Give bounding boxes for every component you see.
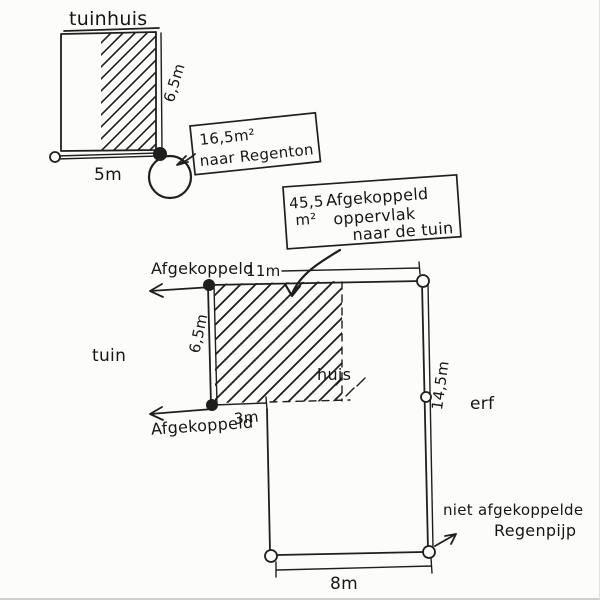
dim-label-3m: 3m	[233, 408, 260, 428]
yard-label: erf	[470, 394, 495, 414]
plan-right-edge	[421, 282, 429, 551]
house-west-wall-double-line	[213, 285, 218, 405]
dim-line-11m	[281, 261, 421, 275]
dim-line-3m	[213, 396, 268, 411]
afgekoppeld-note-area-unit: m²	[295, 210, 317, 229]
regenpijp-arrow	[434, 533, 457, 547]
dim-line-8m	[275, 557, 433, 578]
tuinhuis-label-underline	[63, 27, 160, 32]
gutter-end-circle	[49, 151, 61, 163]
house-sparse-hatch-dashes	[335, 377, 366, 397]
house-west-wall	[207, 285, 212, 406]
afgekoppeld-top-arrow	[149, 283, 213, 298]
dim-label-6-5m: 6,5m	[186, 312, 212, 355]
regenton-note-group: 16,5m² naar Regenton	[189, 111, 322, 176]
corner-circle-top-right	[416, 274, 430, 288]
plan-top-edge	[208, 280, 423, 286]
afgekoppeld-note-box	[282, 173, 462, 250]
tuinhuis-wall-double-line	[160, 32, 163, 152]
afgekoppeld-top-label: Afgekoppeld	[151, 259, 254, 278]
tuinhuis-width-label: 5m	[94, 165, 122, 185]
plan-lower-left-edge	[266, 408, 271, 552]
house-dashed-bottom-edge	[269, 399, 351, 403]
corner-circle-bottom-right	[422, 545, 436, 559]
tuinhuis-hatched-roof	[101, 32, 156, 150]
garden-label: tuin	[92, 346, 126, 366]
plan-group: huis 11m 6,5m Afgekoppeld Afgekoppeld 3m…	[92, 259, 583, 594]
tuinhuis-height-label: 6,5m	[160, 61, 189, 104]
dim-label-11m: 11m	[246, 262, 281, 280]
corner-dot-top-left	[203, 279, 215, 291]
dim-label-8m: 8m	[330, 574, 358, 594]
afgekoppeld-bottom-arrow	[149, 406, 214, 421]
gutter-pipe	[55, 152, 160, 160]
regenton-note-box	[189, 111, 322, 176]
afgekoppeld-note-area-value: 45,5	[289, 192, 325, 212]
regenton-arrowhead	[176, 155, 189, 166]
corner-dot-bottom-left	[206, 399, 218, 411]
tuinhuis-group: tuinhuis 6,5m 5m 16,5m² naar Regenton	[49, 8, 322, 200]
afgekoppeld-note-group: 45,5 m² Afgekoppeld oppervlak naar de tu…	[282, 173, 462, 298]
dim-label-14-5m: 14,5m	[428, 360, 453, 412]
house-label: huis	[317, 365, 351, 384]
regenton-note-area: 16,5m²	[199, 125, 256, 149]
regenpijp-note-line1: niet afgekoppelde	[443, 501, 583, 519]
house-hatched-area	[215, 281, 342, 403]
plan-right-edge-double-line	[427, 283, 434, 549]
plan-bottom-edge	[276, 551, 424, 556]
circle-mid-right	[420, 391, 432, 403]
tuinhuis-label: tuinhuis	[69, 8, 147, 30]
regenton-barrel-circle	[147, 154, 193, 200]
corner-circle-bottom-left	[264, 549, 278, 563]
regenpijp-note-line2: Regenpijp	[494, 521, 576, 540]
